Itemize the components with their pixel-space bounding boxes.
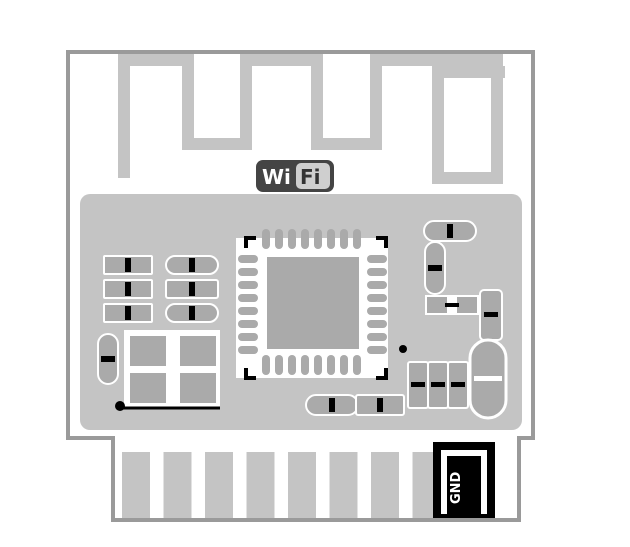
resistor-bottom-2 <box>355 394 405 416</box>
capacitor-vertical-left <box>97 333 119 385</box>
capacitor-vertical-right <box>424 241 446 295</box>
edge-pad <box>246 452 275 518</box>
capacitor-array-left <box>165 255 219 323</box>
edge-pad <box>163 452 192 518</box>
resistor-array-left <box>103 255 153 323</box>
capacitor-tall-right <box>479 289 503 341</box>
edge-pad <box>371 452 399 518</box>
ic-body <box>267 257 359 349</box>
ic-pins-top <box>262 229 361 249</box>
gnd-label: GND <box>449 471 464 504</box>
diode-right <box>425 295 479 315</box>
capacitor-top-right <box>423 220 477 242</box>
ic-corner-marks <box>244 236 388 380</box>
edge-pad <box>329 452 358 518</box>
main-ic <box>236 229 407 380</box>
crystal-oscillator <box>115 330 220 411</box>
wifi-logo: Wi Fi <box>256 160 334 192</box>
ic-pins-right <box>367 255 387 354</box>
edge-pad <box>288 452 316 518</box>
gnd-pin: GND <box>433 442 495 518</box>
edge-pad <box>205 452 233 518</box>
ic-pin1-dot <box>399 345 407 353</box>
ic-pins-left <box>238 255 258 354</box>
inductor-right <box>468 338 508 420</box>
wifi-logo-fi: Fi <box>300 165 321 189</box>
resistor-stack-right <box>407 361 469 409</box>
antenna-trace <box>118 54 505 184</box>
edge-pad <box>122 452 150 518</box>
ic-pins-bottom <box>262 355 361 375</box>
resistor-bottom-1 <box>305 394 359 416</box>
wifi-logo-wi: Wi <box>262 165 291 189</box>
